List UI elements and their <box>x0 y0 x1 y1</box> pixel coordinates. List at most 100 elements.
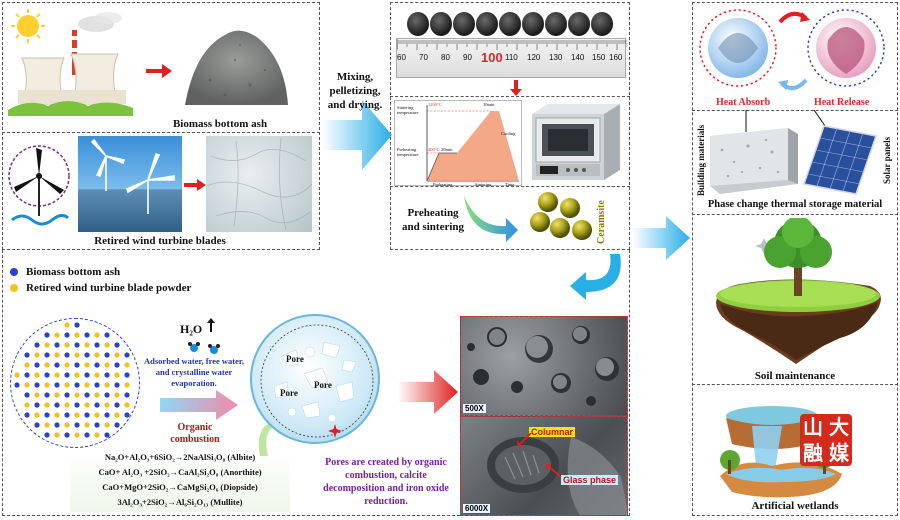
process-divider <box>390 186 630 187</box>
powder-particle <box>74 432 80 438</box>
pore-circle: Pore Pore Pore <box>250 314 380 444</box>
powder-particle <box>54 392 60 398</box>
ruler-tick-label: 80 <box>441 53 450 62</box>
powder-particle <box>44 352 50 358</box>
powder-particle <box>54 332 60 338</box>
ruler-highlight-label: 100 <box>481 50 503 65</box>
blade-dot-icon <box>10 284 18 292</box>
powder-particle <box>44 392 50 398</box>
sintering-label: Preheating and sintering <box>401 207 465 233</box>
logo-char: 大 <box>829 415 849 439</box>
powder-particle <box>54 342 60 348</box>
powder-particle <box>104 362 110 368</box>
combustion-arrow-icon <box>160 390 238 425</box>
logo-char: 媒 <box>829 441 849 465</box>
powder-particle <box>34 412 40 418</box>
ceramsite-label: Ceramsite <box>596 200 607 244</box>
powder-particle <box>24 412 30 418</box>
graph-label-preheating-temp: Preheating temperature <box>397 147 419 157</box>
powder-particle <box>94 382 100 388</box>
powder-particle <box>44 362 50 368</box>
powder-particle <box>74 372 80 378</box>
power-plant-illustration <box>8 6 138 116</box>
powder-particle <box>84 432 90 438</box>
powder-particle <box>54 362 60 368</box>
powder-particle <box>34 342 40 348</box>
powder-particle <box>64 412 70 418</box>
powder-particle <box>84 342 90 348</box>
ash-dot-icon <box>10 268 18 276</box>
building-materials-photo <box>708 122 800 196</box>
legend-label: Retired wind turbine blade powder <box>26 282 192 294</box>
powder-particle <box>124 412 130 418</box>
ruler-tick-label: 90 <box>463 53 472 62</box>
powder-particle <box>94 342 100 348</box>
spark-icon <box>328 424 342 443</box>
powder-particle <box>44 412 50 418</box>
powder-particle <box>84 422 90 428</box>
powder-particle <box>124 402 130 408</box>
offshore-wind-photo <box>78 136 182 232</box>
powder-particle <box>34 402 40 408</box>
ceramsite-pellets <box>526 190 596 246</box>
powder-particle <box>84 392 90 398</box>
powder-particle <box>84 412 90 418</box>
ruler-tick-label: 160 <box>609 53 623 62</box>
powder-particle <box>114 382 120 388</box>
powder-particle <box>124 372 130 378</box>
columnar-arrow-icon <box>516 432 533 454</box>
sources-panel <box>2 2 320 250</box>
powder-particle <box>44 432 50 438</box>
graph-label-400: 400°C <box>428 147 440 152</box>
graph-label-sintering-temp: Sintering temperature <box>397 105 419 115</box>
glass-phase-label: Glass phase <box>561 475 619 485</box>
equation-mullite: 3Al₂O₃+2SiO₂→Al₆Si₂O₁₃ (Mullite) <box>117 497 243 507</box>
powder-particle <box>24 402 30 408</box>
powder-particle <box>94 352 100 358</box>
ruler: 60 70 80 90 100 110 120 130 140 150 160 <box>396 38 628 78</box>
powder-particle <box>24 392 30 398</box>
powder-particle <box>84 332 90 338</box>
powder-particle <box>94 422 100 428</box>
powder-particle <box>74 382 80 388</box>
powder-particle <box>94 402 100 408</box>
powder-particle <box>24 382 30 388</box>
biomass-ash-label: Biomass bottom ash <box>172 118 268 130</box>
powder-particle <box>74 352 80 358</box>
columnar-label: Columnar <box>529 427 576 437</box>
process-panel <box>390 2 630 250</box>
furnace-illustration <box>528 102 624 182</box>
powder-particle <box>64 322 70 328</box>
down-arrow-icon <box>510 80 522 101</box>
legend: Biomass bottom ash Retired wind turbine … <box>10 264 191 296</box>
wind-blades-label: Retired wind turbine blades <box>94 235 226 247</box>
powder-particle <box>94 362 100 368</box>
powder-particle <box>104 332 110 338</box>
powder-particle <box>74 422 80 428</box>
powder-particle <box>34 352 40 358</box>
equation-albite: Na₂O+Al₂O₃+6SiO₂→2NaAlSi₃O₈ (Albite) <box>104 452 256 462</box>
powder-particle <box>104 402 110 408</box>
powder-particle <box>94 372 100 378</box>
applications-divider <box>692 110 898 111</box>
to-applications-arrow-icon <box>632 216 690 265</box>
powder-particle <box>104 382 110 388</box>
blue-curve-arrow-icon <box>566 252 626 307</box>
powder-particle <box>84 382 90 388</box>
powder-particle <box>64 422 70 428</box>
sem-mag-500x: 500X <box>463 404 486 413</box>
ash-powder-pile <box>180 20 290 115</box>
powder-particle <box>64 372 70 378</box>
ruler-tick-label: 70 <box>419 53 428 62</box>
powder-particle <box>84 352 90 358</box>
mixing-arrow-icon <box>322 100 392 175</box>
green-cyan-curve-arrow-icon <box>460 192 520 247</box>
graph-label-cooling: Cooling <box>501 131 516 136</box>
ruler-tick-marks <box>396 39 628 51</box>
pore-note: Pores are created by organic combustion,… <box>323 457 449 507</box>
powder-particle <box>54 412 60 418</box>
powder-particle <box>24 352 30 358</box>
powder-particle <box>104 412 110 418</box>
ruler-tick-labels: 60 70 80 90 100 110 120 130 140 150 160 <box>397 50 627 67</box>
pore-label: Pore <box>314 380 332 390</box>
